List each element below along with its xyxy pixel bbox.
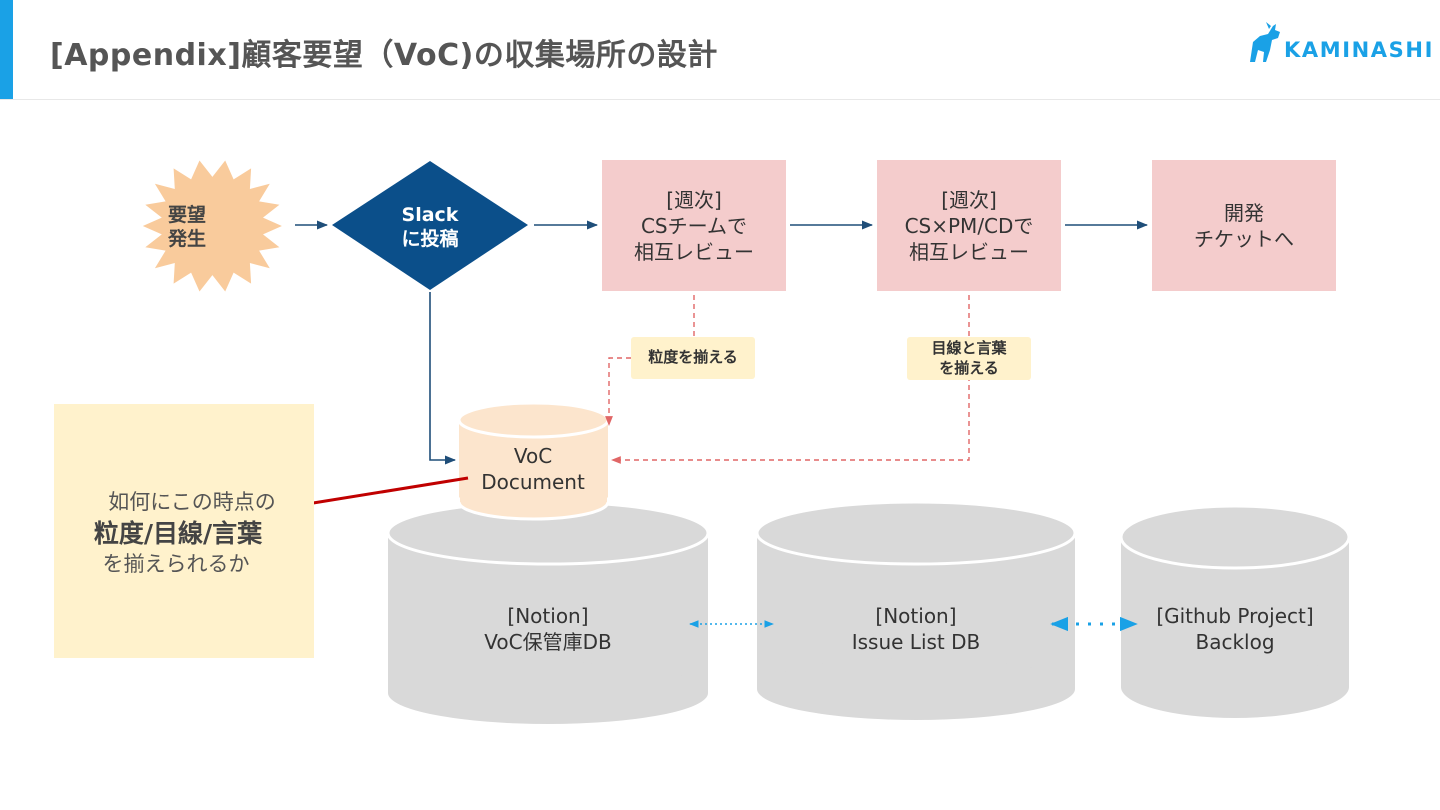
dev-ticket-box: 開発 チケットへ — [1152, 160, 1336, 291]
header-accent-bar — [0, 0, 13, 100]
logo-wordmark: KAMINASHI — [1284, 38, 1434, 62]
arrow-slack-to-voc-document — [429, 292, 457, 465]
slack-post-label: Slack に投稿 — [401, 203, 459, 250]
callout-connector-line — [306, 476, 469, 506]
goat-logo-icon — [1250, 22, 1280, 62]
request-burst-shape — [142, 160, 282, 292]
callout-line-3: を揃えられるか — [102, 552, 250, 576]
notion-issue-list-cylinder — [755, 500, 1077, 720]
callout-box: 如何にこの時点の 粒度/目線/言葉 を揃えられるか — [54, 404, 314, 658]
voc-document-label: VoC Document — [481, 444, 585, 494]
callout-line-2: 粒度/目線/言葉 — [93, 519, 263, 548]
header-divider — [0, 99, 1440, 100]
dashed-arrow-cs-review-to-voc — [605, 295, 695, 426]
cs-team-review-box: [週次] CSチームで 相互レビュー — [602, 160, 786, 291]
callout-line-1: 如何にこの時点の — [108, 490, 276, 514]
perspective-note: 目線と言葉 を揃える — [907, 337, 1031, 380]
slack-post-diamond — [332, 161, 528, 290]
notion-issue-list-label: [Notion] Issue List DB — [851, 604, 981, 654]
github-backlog-label: [Github Project] Backlog — [1156, 604, 1314, 654]
request-burst-label: 要望 発生 — [167, 203, 206, 250]
cs-pm-cd-review-box: [週次] CS×PM/CDで 相互レビュー — [877, 160, 1061, 291]
granularity-note: 粒度を揃える — [631, 337, 755, 379]
voc-document-cylinder — [457, 401, 610, 521]
page-title: [Appendix]顧客要望（VoC)の収集場所の設計 — [50, 38, 718, 73]
notion-voc-db-label: [Notion] VoC保管庫DB — [484, 604, 612, 654]
github-backlog-cylinder — [1119, 504, 1351, 718]
